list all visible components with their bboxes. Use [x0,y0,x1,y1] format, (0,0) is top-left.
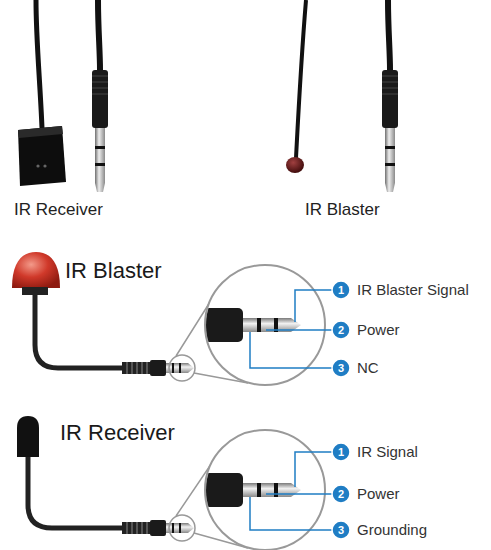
pin-name: Power [357,485,400,503]
receiver-photo [18,0,66,186]
pin-name: Power [357,321,400,339]
audio-jack [92,0,108,192]
callout-number: 1 [333,282,349,298]
receiver-drawing [17,416,350,550]
part-name: IR Receiver [14,200,103,220]
callout-number: 3 [333,522,349,538]
callout-number: 2 [333,322,349,338]
pin-name: IR Signal [357,443,418,461]
pin-name: NC [357,359,379,377]
callout-number: 3 [333,360,349,376]
part-name: IR Blaster [305,200,380,220]
callout-number: 2 [333,486,349,502]
blaster-photo [286,0,306,173]
callout-number: 1 [333,444,349,460]
pin-name: Grounding [357,521,427,539]
part-heading: IR Receiver [60,420,175,446]
pin-name: IR Blaster Signal [357,281,469,299]
audio-jack [382,0,398,192]
blaster-drawing [12,252,350,385]
part-heading: IR Blaster [65,258,162,284]
